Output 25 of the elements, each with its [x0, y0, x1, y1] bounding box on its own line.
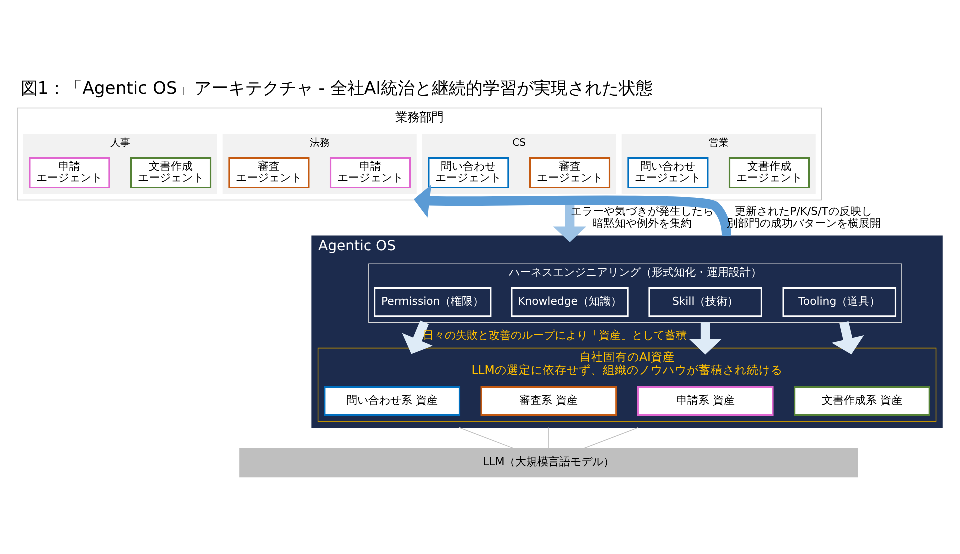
node-box: 審査エージェント [529, 157, 611, 189]
node-box: 問い合わせエージェント [628, 157, 709, 189]
node-box: 文書作成系 資産 [794, 386, 930, 416]
node-box: 申請エージェント [29, 157, 110, 189]
node-box: 審査系 資産 [480, 386, 618, 416]
node-box: Skill（技術） [648, 288, 762, 318]
edge-label: 日々の失敗と改善のループにより「資産」として蓄積 [422, 329, 687, 342]
diagram-title: 図1：「Agentic OS」アーキテクチャ - 全社AI統治と継続的学習が実現された状態 [20, 78, 654, 99]
node-box: Tooling（道具） [782, 288, 897, 318]
arrow [402, 320, 433, 354]
node-box: 問い合わせ系 資産 [324, 386, 461, 416]
node-box: 審査エージェント [228, 157, 310, 189]
node-box: 文書作成エージェント [130, 157, 212, 189]
node-box: Knowledge（知識） [511, 288, 629, 318]
arrow [832, 322, 864, 355]
arrow [689, 322, 722, 355]
connector [459, 427, 515, 450]
connector [583, 427, 639, 450]
node-box: 問い合わせエージェント [428, 157, 510, 189]
node-box: LLM（大規模言語モデル） [240, 448, 858, 478]
node-box: 申請系 資産 [637, 386, 774, 416]
node-box: Permission（権限） [374, 288, 492, 318]
node-box: 申請エージェント [330, 157, 412, 189]
connector [548, 427, 550, 450]
node-box: 文書作成エージェント [728, 157, 810, 189]
